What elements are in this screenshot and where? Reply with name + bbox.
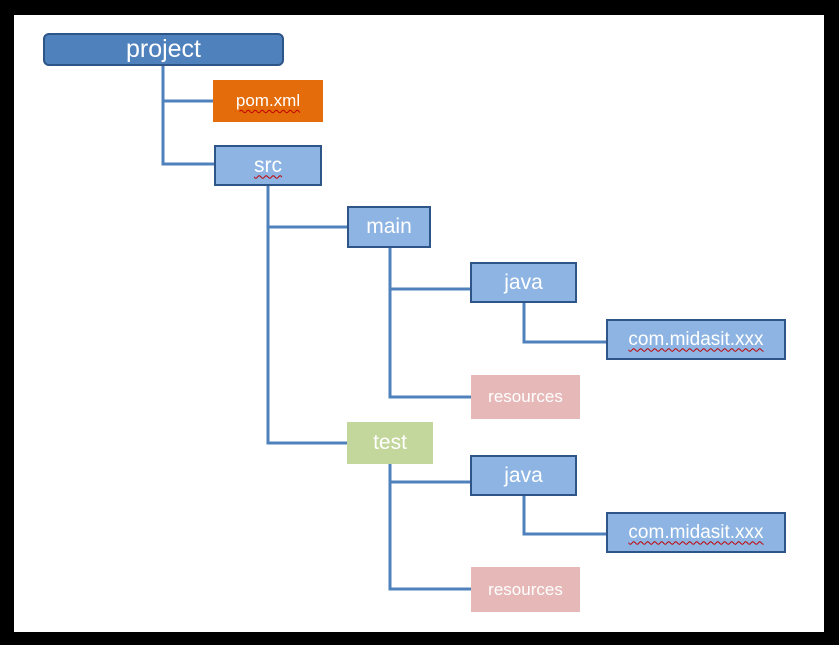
test-java-node: java	[470, 455, 577, 496]
test-java-label: java	[504, 463, 543, 487]
connector-main-resources	[388, 289, 471, 399]
src-label: src	[254, 153, 282, 177]
test-node: test	[347, 422, 433, 464]
main-package-label: com.midasit.xxx	[628, 328, 764, 350]
connector-project-src	[161, 101, 214, 166]
main-package-node: com.midasit.xxx	[606, 319, 786, 360]
test-package-label: com.midasit.xxx	[628, 521, 764, 543]
connector-test-java	[388, 464, 470, 484]
project-node: project	[43, 33, 284, 66]
connector-project-pom	[161, 65, 213, 103]
test-resources-label: resources	[488, 579, 563, 599]
test-package-node: com.midasit.xxx	[606, 512, 786, 553]
test-resources-node: resources	[471, 567, 580, 612]
main-java-node: java	[470, 262, 577, 303]
main-resources-label: resources	[488, 387, 563, 406]
connector-main-java-pkg	[522, 303, 606, 344]
test-label: test	[373, 431, 407, 454]
project-label: project	[125, 35, 202, 63]
src-node: src	[214, 145, 322, 186]
main-resources-node: resources	[471, 375, 580, 419]
pom-xml-node: pom.xml	[213, 80, 323, 122]
connector-test-java-pkg	[522, 496, 606, 536]
connector-src-main	[266, 186, 347, 229]
main-java-label: java	[504, 270, 543, 294]
main-label: main	[366, 215, 412, 238]
pom-xml-label: pom.xml	[235, 91, 301, 110]
connector-main-java	[388, 248, 470, 291]
main-node: main	[347, 206, 431, 248]
connector-test-resources	[388, 482, 471, 591]
connector-src-test	[266, 227, 347, 445]
